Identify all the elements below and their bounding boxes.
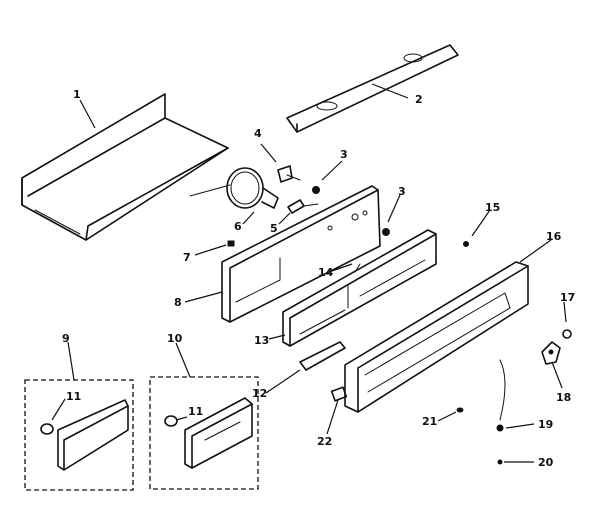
kit-10-box	[149, 376, 259, 490]
callout-4: 4	[254, 127, 262, 140]
part-15-screw	[463, 241, 469, 247]
callout-16: 16	[546, 230, 562, 243]
callout-1: 1	[73, 88, 81, 101]
kit-9-box	[24, 379, 134, 491]
part-22-switch	[330, 386, 348, 402]
part-13-overlay	[282, 229, 437, 347]
callout-3-upper: 3	[340, 148, 348, 161]
callout-2: 2	[415, 93, 423, 106]
callout-3-lower: 3	[398, 185, 406, 198]
part-1-shelf	[21, 93, 229, 241]
callout-5: 5	[270, 222, 278, 235]
part-14-lens	[354, 263, 361, 273]
callout-20: 20	[538, 456, 554, 469]
callout-17: 17	[560, 291, 575, 304]
part-6-capillary-coil	[189, 167, 279, 209]
callout-12: 12	[252, 387, 267, 400]
callout-6: 6	[234, 220, 242, 233]
part-3-screw-upper	[312, 186, 320, 194]
callout-8: 8	[174, 296, 182, 309]
callout-7: 7	[183, 251, 191, 264]
part-8-control-panel	[221, 185, 381, 323]
callout-15: 15	[485, 201, 500, 214]
part-18-knob	[541, 341, 561, 365]
part-19-nut	[496, 424, 504, 432]
part-21-pin	[456, 407, 464, 413]
part-12-strip	[299, 341, 346, 371]
leader-lines	[51, 83, 567, 463]
callout-11-kit10: 11	[188, 405, 203, 418]
part-17-washer	[562, 329, 572, 339]
callout-14: 14	[318, 266, 334, 279]
callout-22: 22	[317, 435, 332, 448]
callout-labels: 1 2 3 3 4 5 6 7 8 9 10 11 11 12 13 14 15…	[62, 88, 575, 469]
part-2-top-strip	[286, 44, 459, 133]
callout-11-kit9: 11	[66, 390, 81, 403]
part-5-clip	[287, 199, 319, 214]
part-20-screw	[497, 459, 503, 465]
callout-19: 19	[538, 418, 553, 431]
callout-10: 10	[167, 332, 183, 345]
part-16-door-frame	[344, 261, 529, 421]
callout-13: 13	[254, 334, 269, 347]
callout-21: 21	[422, 415, 437, 428]
callout-9: 9	[62, 332, 70, 345]
part-7-spacer	[227, 240, 235, 247]
part-3-screw-lower	[382, 228, 390, 236]
callout-18: 18	[556, 391, 571, 404]
part-4-thermostat	[277, 165, 301, 183]
